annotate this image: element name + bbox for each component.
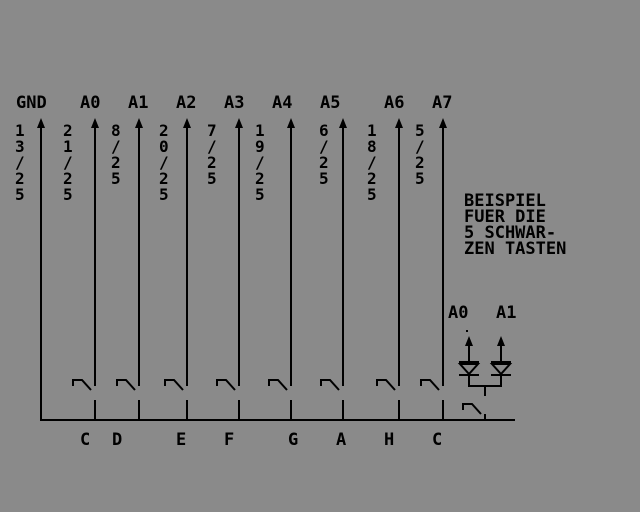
line-a1 bbox=[116, 118, 143, 420]
header-label-a7: A7 bbox=[432, 93, 452, 113]
key-switch bbox=[420, 379, 444, 420]
line-a2 bbox=[164, 118, 191, 420]
header-label-a6: A6 bbox=[384, 93, 404, 113]
diode-icon bbox=[457, 361, 481, 376]
line-a5 bbox=[320, 118, 347, 420]
key-switch bbox=[320, 379, 344, 420]
key-label-h: H bbox=[384, 430, 394, 450]
note-line-3: 5 SCHWAR- bbox=[464, 223, 556, 243]
diode-network bbox=[457, 330, 513, 420]
key-switch bbox=[116, 379, 140, 420]
key-label-d: D bbox=[112, 430, 122, 450]
header-label-a2: A2 bbox=[176, 93, 196, 113]
key-label-a: A bbox=[336, 430, 346, 450]
key-switch bbox=[462, 403, 486, 420]
diode-label-a1: A1 bbox=[496, 303, 516, 323]
key-label-c1: C bbox=[80, 430, 90, 450]
key-switch bbox=[268, 379, 292, 420]
header-label-a5: A5 bbox=[320, 93, 340, 113]
header-label-a0: A0 bbox=[80, 93, 100, 113]
line-a7 bbox=[420, 118, 447, 420]
key-label-e: E bbox=[176, 430, 186, 450]
line-a6 bbox=[376, 118, 403, 420]
key-label-f: F bbox=[224, 430, 234, 450]
note-line-4: ZEN TASTEN bbox=[464, 239, 566, 259]
key-switch bbox=[376, 379, 400, 420]
diode-label-a0: A0 bbox=[448, 303, 468, 323]
header-label-a4: A4 bbox=[272, 93, 292, 113]
key-switch bbox=[72, 379, 96, 420]
diode-icon bbox=[489, 361, 513, 376]
header-label-a3: A3 bbox=[224, 93, 244, 113]
line-a0 bbox=[72, 118, 99, 420]
note-line-1: BEISPIEL bbox=[464, 191, 546, 211]
key-switch bbox=[216, 379, 240, 420]
header-label-a1: A1 bbox=[128, 93, 148, 113]
key-switch bbox=[164, 379, 188, 420]
key-label-c2: C bbox=[432, 430, 442, 450]
key-label-g: G bbox=[288, 430, 298, 450]
line-a4 bbox=[268, 118, 295, 420]
note-line-2: FUER DIE bbox=[464, 207, 546, 227]
header-label-gnd: GND bbox=[16, 93, 47, 113]
line-a3 bbox=[216, 118, 243, 420]
ground-rail bbox=[37, 118, 515, 421]
